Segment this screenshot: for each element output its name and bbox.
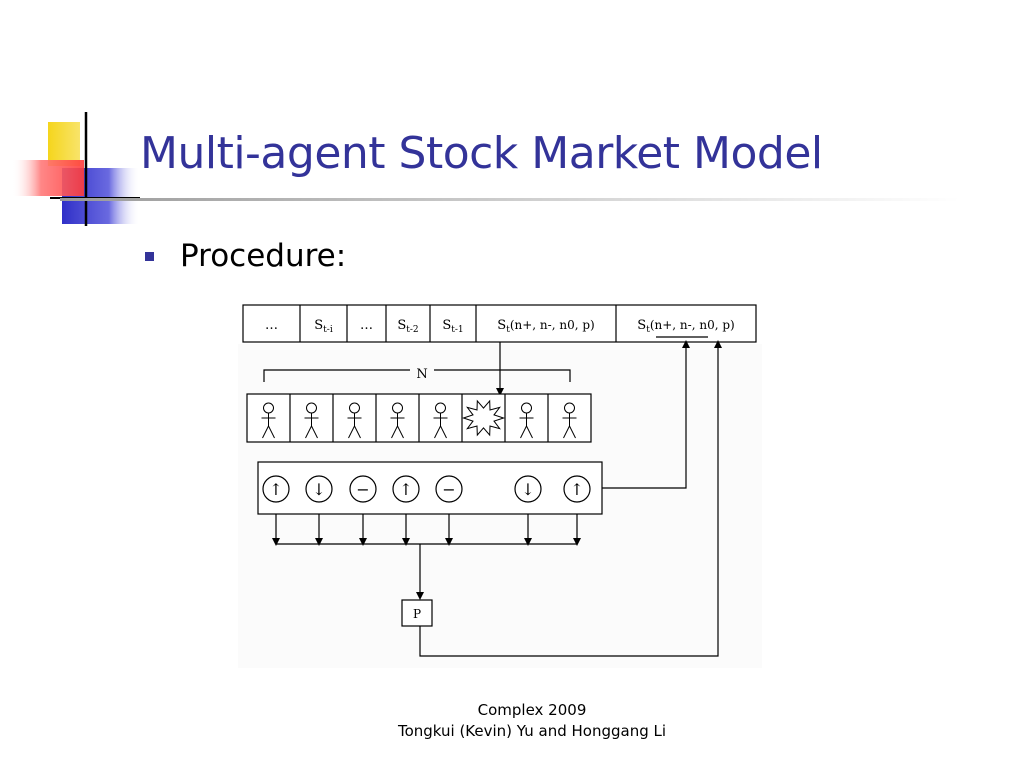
footer-authors: Tongkui (Kevin) Yu and Honggang Li: [397, 722, 667, 740]
deco-red-square: [12, 160, 84, 196]
agent-count-label: N: [416, 367, 427, 382]
agent-icon: [433, 402, 448, 439]
decision-circle: [514, 475, 542, 503]
decision-symbol: ↑: [269, 480, 282, 499]
state-cell-label: St(n+, n-, n0, p): [497, 318, 594, 335]
state-cell-label: …: [265, 318, 278, 333]
bullet-text: Procedure:: [180, 238, 347, 274]
price-label: P: [413, 607, 421, 621]
decision-circle: [262, 475, 290, 503]
decision-symbol: −: [442, 480, 455, 499]
decision-circle: [435, 475, 463, 503]
state-cell-label: St-i: [314, 318, 333, 335]
decision-symbol: −: [356, 480, 369, 499]
decision-circle: [305, 475, 333, 503]
state-cell-label: St-2: [397, 318, 418, 335]
state-cell-label: St(n+, n-, n0, p): [637, 318, 734, 335]
agent-icon: [347, 402, 362, 439]
bullet-item: Procedure:: [145, 238, 346, 274]
decision-symbol: ↓: [521, 480, 534, 499]
agent-icon: [519, 402, 534, 439]
decision-circle: [349, 475, 377, 503]
slide-title: Multi-agent Stock Market Model: [140, 128, 823, 179]
price-box: [401, 599, 433, 627]
news-burst-icon: [461, 399, 506, 437]
agent-icon: [390, 402, 405, 439]
market-model-diagram: … St-i … St-2 St-1 St(n+, n-, n0, p) St(n+, n-…: [238, 304, 762, 668]
decision-symbol: ↓: [312, 480, 325, 499]
state-strip: [242, 304, 757, 343]
footer-conference: Complex 2009: [477, 701, 587, 719]
decision-symbol: ↑: [399, 480, 412, 499]
decision-circle: [392, 475, 420, 503]
footer: Complex 2009 Tongkui (Kevin) Yu and Hong…: [300, 700, 764, 742]
brace-label-bg: [410, 364, 434, 376]
agent-icon: [261, 402, 276, 439]
decision-symbol: ↑: [570, 480, 583, 499]
bullet-square-icon: [145, 251, 154, 261]
title-underline: [60, 198, 960, 201]
state-cell-label: …: [360, 318, 373, 333]
agent-icon: [562, 402, 577, 439]
decision-circle: [563, 475, 591, 503]
deco-yellow-square: [48, 122, 80, 166]
price-feedback-arrow: [419, 340, 722, 657]
state-cell-label: St-1: [442, 318, 463, 335]
decision-feedback-arrow: [602, 340, 690, 489]
title-decoration: [12, 112, 140, 226]
agent-icon: [304, 402, 319, 439]
